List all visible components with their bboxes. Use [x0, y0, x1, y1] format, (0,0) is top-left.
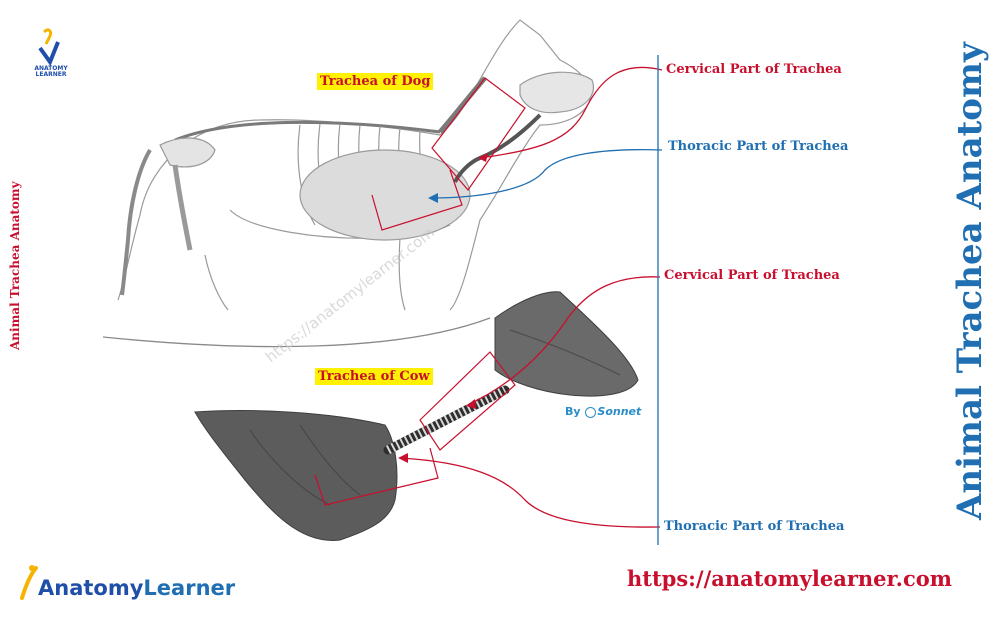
cow-thoracic-label: Thoracic Part of Trachea: [664, 519, 845, 534]
cow-illustration: [194, 291, 639, 541]
dog-thoracic-label: Thoracic Part of Trachea: [668, 139, 849, 154]
dog-cervical-label: Cervical Part of Trachea: [666, 62, 842, 77]
small-logo-line2: LEARNER: [35, 71, 67, 78]
cow-cervical-leader: [467, 276, 661, 406]
separator-curve: [102, 317, 491, 348]
site-url[interactable]: https://anatomylearner.com: [627, 566, 952, 591]
dog-cervical-leader: [479, 66, 663, 159]
left-side-title: Animal Trachea Anatomy: [8, 181, 22, 350]
by-credit: By Sonnet: [565, 405, 641, 418]
cow-thoracic-leader: [399, 457, 661, 528]
dog-title: Trachea of Dog: [317, 73, 434, 90]
small-logo-icon: [38, 28, 60, 67]
brand-logo-icon: [20, 565, 38, 600]
by-name: Sonnet: [597, 405, 642, 418]
cow-cervical-label: Cervical Part of Trachea: [664, 268, 840, 283]
dog-cervical-bracket: [431, 77, 526, 191]
brand-part2: Learner: [143, 576, 236, 600]
cow-title: Trachea of Cow: [315, 368, 433, 385]
sonnet-logo-icon: [585, 406, 597, 418]
by-prefix: By: [565, 405, 581, 418]
dog-thoracic-leader: [429, 149, 663, 199]
small-logo-text: ANATOMY LEARNER: [31, 66, 71, 78]
dog-illustration: [117, 19, 594, 311]
right-side-title: Animal Trachea Anatomy: [950, 42, 990, 520]
cow-thoracic-bracket: [314, 447, 439, 506]
brand-name: AnatomyLearner: [38, 576, 235, 600]
small-logo-line1: ANATOMY: [34, 65, 68, 72]
cow-cervical-bracket: [419, 351, 516, 451]
dog-thoracic-bracket: [371, 169, 463, 231]
brand-part1: Anatomy: [38, 576, 144, 600]
